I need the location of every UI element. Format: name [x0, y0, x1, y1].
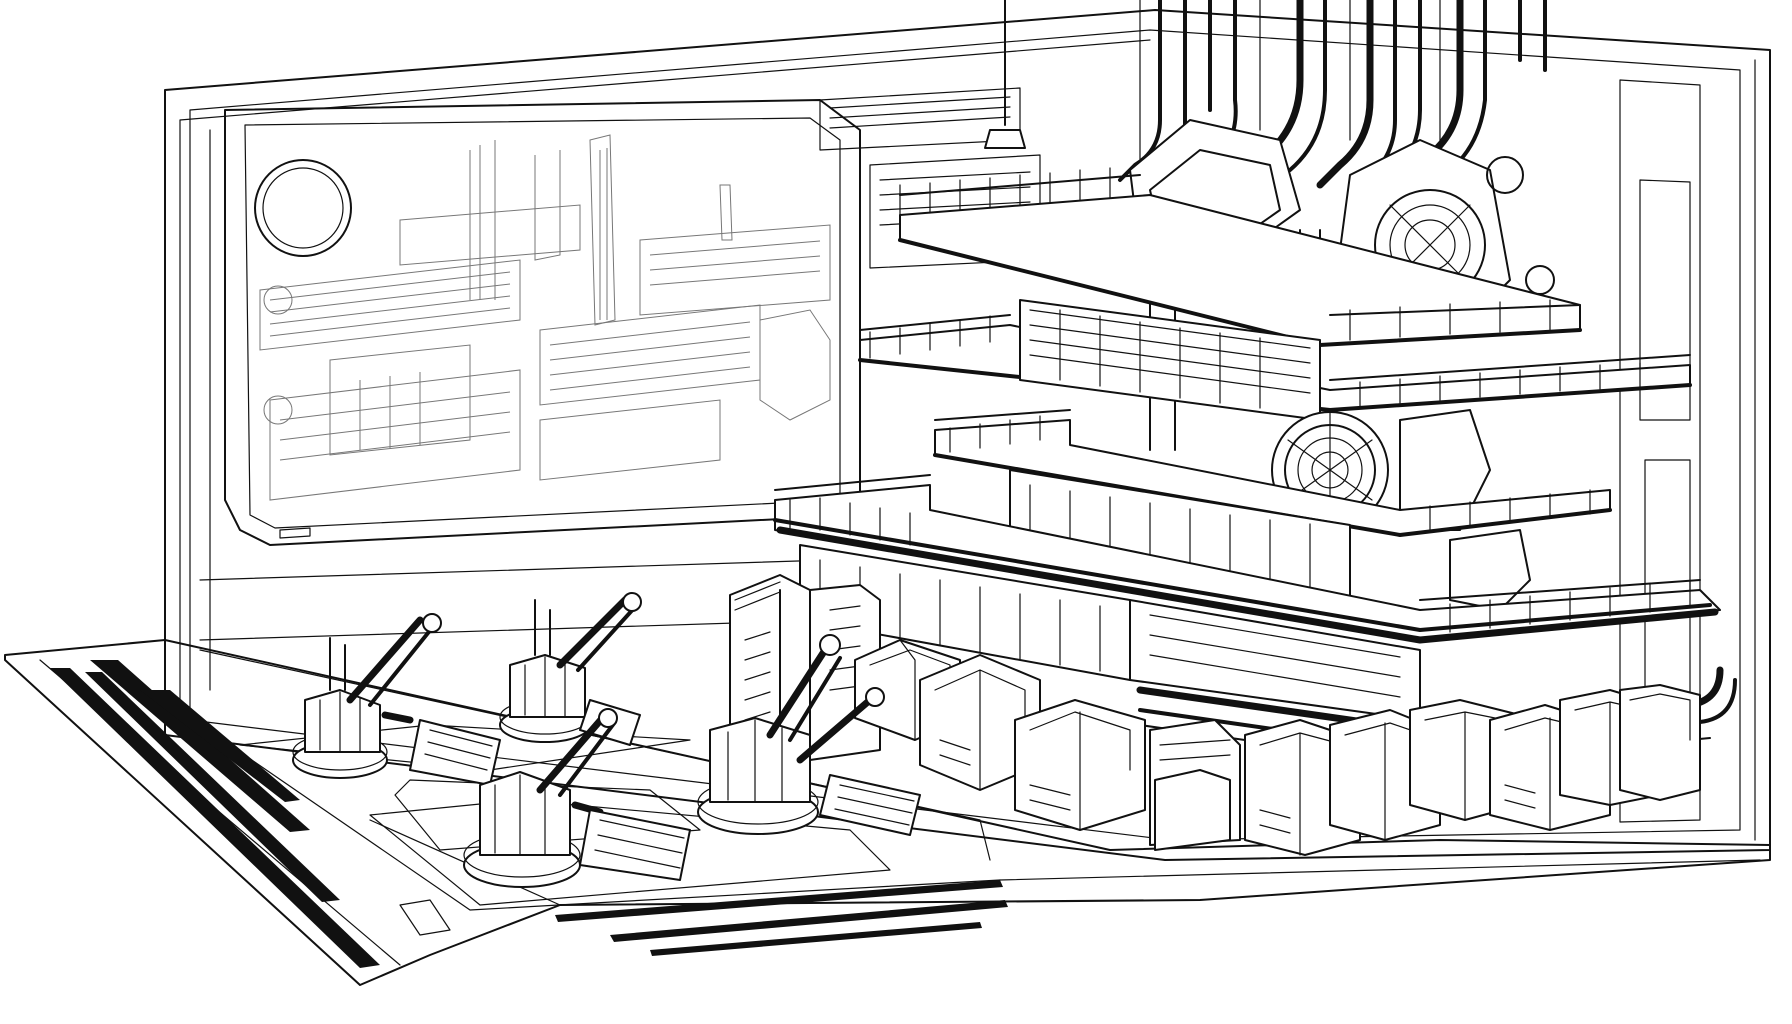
tier-three [933, 409, 1612, 611]
floor [4, 639, 1771, 986]
display-screen [199, 99, 861, 641]
module-unit [1154, 769, 1231, 851]
screen-cityscape [259, 134, 831, 501]
module-unit [1014, 699, 1146, 831]
robot-arm [292, 613, 501, 786]
machine-tower [773, 0, 1737, 766]
robot-arm [697, 634, 921, 836]
robot-arm [463, 708, 691, 888]
module-row [854, 639, 1701, 856]
module-unit [1619, 684, 1701, 801]
robot-arm [499, 592, 642, 746]
tier-two [858, 299, 1692, 421]
